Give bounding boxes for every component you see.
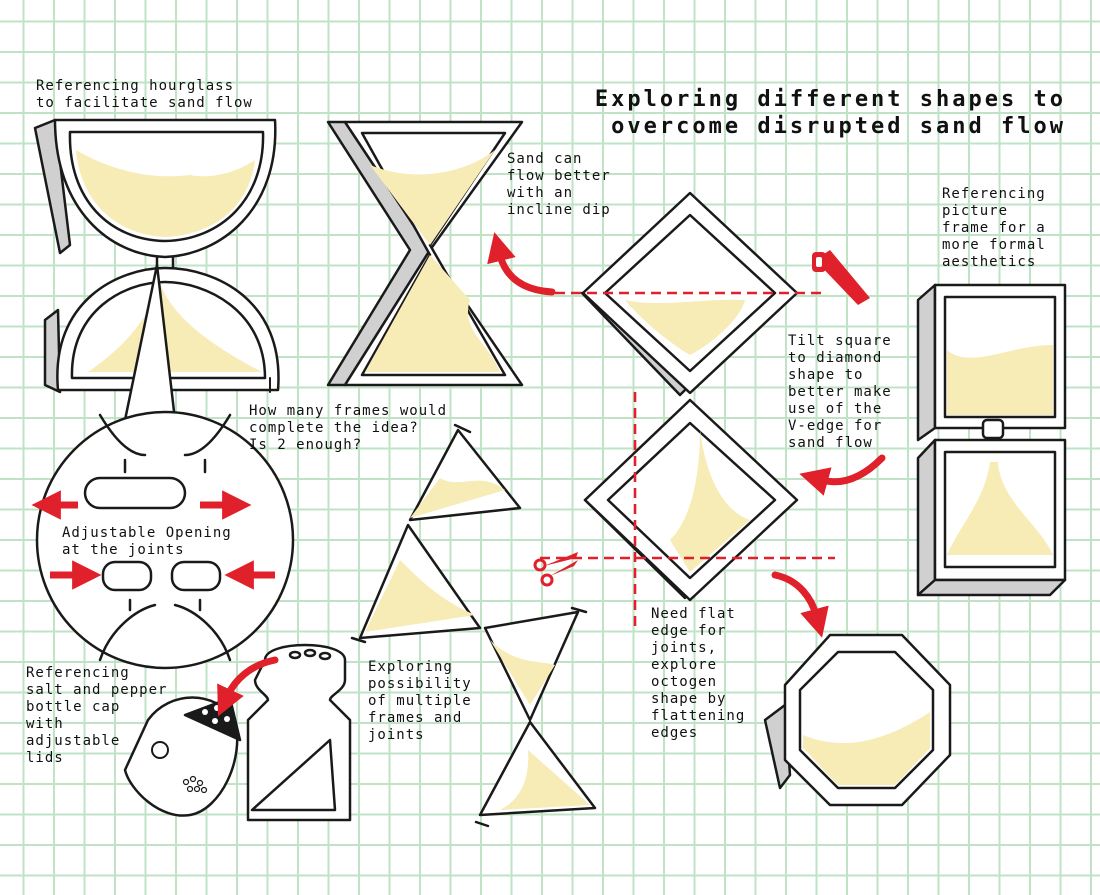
diamond-frame-bottom: [583, 398, 799, 602]
multi-frame-chain: [350, 423, 597, 828]
label-incline-dip: Sand can flow better with an incline dip: [507, 151, 611, 218]
label-flat-edge: Need flat edge for joints, explore octog…: [651, 606, 746, 741]
label-multiple-frames: Exploring possibility of multiple frames…: [368, 659, 472, 743]
hourglass-reference: [33, 118, 280, 394]
title-line-2: overcome disrupted sand flow: [611, 114, 1066, 139]
scissors-icon: [533, 552, 578, 587]
hourglass-incline: [326, 120, 524, 387]
label-salt-pepper: Referencing salt and pepper bottle cap w…: [26, 665, 168, 766]
cut-lines: [540, 291, 835, 632]
label-hourglass-reference: Referencing hourglass to facilitate sand…: [36, 78, 253, 111]
flow-arrows: [217, 232, 886, 717]
label-tilt-square: Tilt square to diamond shape to better m…: [788, 333, 892, 451]
picture-frame-top: [916, 283, 1067, 442]
title-line-1: Exploring different shapes to: [594, 87, 1066, 112]
salt-shaker: [246, 643, 352, 822]
label-adjustable-opening: Adjustable Opening at the joints: [62, 525, 232, 558]
cap-small-holes: [182, 775, 208, 794]
octagon-frame: [763, 633, 952, 807]
adjust-arrows: [31, 490, 275, 590]
label-how-many-frames: How many frames would complete the idea?…: [249, 403, 448, 453]
label-picture-frame: Referencing picture frame for a more for…: [942, 186, 1046, 270]
joint-closeup: [35, 410, 295, 670]
bottle-cap: [123, 696, 242, 817]
page-title: Exploring different shapes to overcome d…: [595, 86, 1066, 140]
cap-lid: [151, 741, 169, 759]
saw-icon: [812, 250, 870, 305]
picture-frame-bottom: [916, 438, 1067, 597]
